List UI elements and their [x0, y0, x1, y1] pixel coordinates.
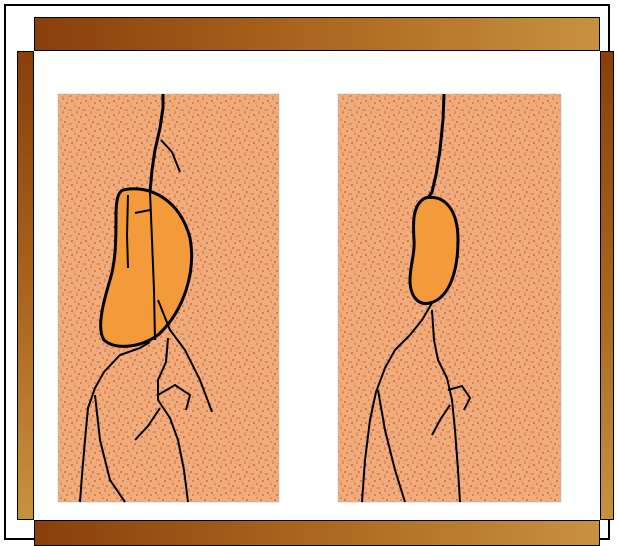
right-panel [338, 94, 561, 502]
left-blob-line-2 [127, 195, 128, 268]
left-panel [58, 94, 279, 502]
right-sand-background [338, 94, 561, 502]
